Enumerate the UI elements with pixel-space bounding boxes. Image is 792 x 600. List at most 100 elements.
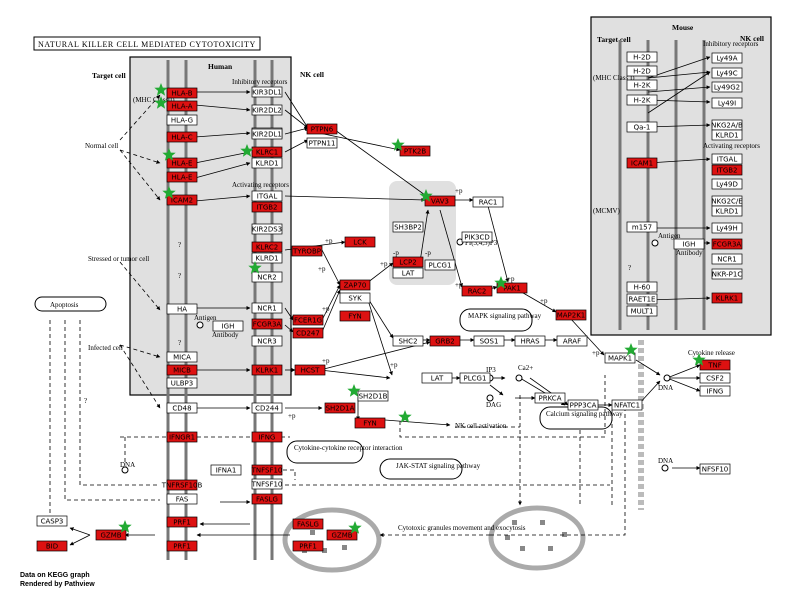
gene-node-ly49g2[interactable]: Ly49G2 xyxy=(711,81,743,93)
gene-node-hla-a1[interactable]: HLA-B xyxy=(166,87,198,99)
gene-node-nkg2ab[interactable]: NKG2A/B xyxy=(711,119,743,131)
gene-node-h60[interactable]: H-60 xyxy=(626,281,658,293)
gene-node-igh[interactable]: IGH xyxy=(212,320,244,332)
gene-node-itgal-m[interactable]: ITGAL xyxy=(711,153,743,165)
gene-node-nfatc1[interactable]: NFATC1 xyxy=(611,399,643,411)
gene-node-klrd1m[interactable]: KLRD1 xyxy=(711,129,743,141)
gene-node-tnfrsf[interactable]: TNFRSF10B xyxy=(161,479,203,491)
gene-node-itgb2-m[interactable]: ITGB2 xyxy=(711,164,743,176)
gene-node-ly49h[interactable]: Ly49H xyxy=(711,222,743,234)
gene-node-plcg1a[interactable]: PLCG1 xyxy=(424,259,456,271)
gene-node-ifng-t[interactable]: IFNGR1 xyxy=(166,431,198,443)
gene-node-hla-g[interactable]: HLA-G xyxy=(166,114,198,126)
gene-node-fas[interactable]: FAS xyxy=(166,493,198,505)
gene-node-sos1[interactable]: SOS1 xyxy=(473,335,505,347)
gene-node-prkca[interactable]: PRKCA xyxy=(534,392,566,404)
gene-node-hcst[interactable]: HCST xyxy=(294,364,326,376)
gene-node-ncr2[interactable]: NCR2 xyxy=(251,271,283,283)
gene-node-cd48[interactable]: CD48 xyxy=(166,402,198,414)
gene-node-ifngnk[interactable]: IFNG xyxy=(251,431,283,443)
gene-node-sh2d1a[interactable]: SH2D1A xyxy=(324,402,356,414)
gene-node-h2d2[interactable]: H-2D xyxy=(626,65,658,77)
gene-node-micb[interactable]: MICB xyxy=(166,364,198,376)
gene-node-ncr3[interactable]: NCR3 xyxy=(251,335,283,347)
gene-node-kir2ds3[interactable]: KIR2DS3 xyxy=(251,223,283,235)
gene-node-ppp3ca[interactable]: PPP3CA xyxy=(567,399,599,411)
gene-node-h2k2[interactable]: H-2K xyxy=(626,94,658,106)
gene-node-mica[interactable]: MICA xyxy=(166,351,198,363)
gene-node-ncr1-m[interactable]: NCR1 xyxy=(711,253,743,265)
gene-node-nkrp1c[interactable]: NKR-P1C xyxy=(711,268,743,280)
gene-node-sh3bp2[interactable]: SH3BP2 xyxy=(392,221,424,233)
gene-node-araf[interactable]: ARAF xyxy=(556,335,588,347)
gene-node-hla-a2[interactable]: HLA-A xyxy=(166,100,198,112)
gene-node-itgb2[interactable]: ITGB2 xyxy=(251,201,283,213)
gene-node-fyn2[interactable]: FYN xyxy=(354,417,386,429)
gene-node-kir3dl1[interactable]: KIR3DL1 xyxy=(251,86,283,98)
gene-node-raet1e[interactable]: RAET1E xyxy=(626,293,658,305)
gene-node-map2k1[interactable]: MAP2K1 xyxy=(555,309,587,321)
gene-node-zap70[interactable]: ZAP70 xyxy=(339,279,371,291)
gene-node-ly49c[interactable]: Ly49C xyxy=(711,67,743,79)
gene-node-grb2[interactable]: GRB2 xyxy=(429,335,461,347)
gene-node-hla-e1[interactable]: HLA-E xyxy=(166,157,198,169)
gene-node-faslg2[interactable]: FASLG xyxy=(292,518,324,530)
gene-node-vav[interactable]: VAV3 xyxy=(424,195,456,207)
gene-node-klrd1b[interactable]: KLRD1 xyxy=(251,252,283,264)
gene-node-fcer1g[interactable]: FCER1G xyxy=(292,314,324,326)
gene-node-klrd1m2[interactable]: KLRD1 xyxy=(711,205,743,217)
gene-node-klrc1[interactable]: KLRC1 xyxy=(251,146,283,158)
gene-node-cd244[interactable]: CD244 xyxy=(251,402,283,414)
jakstat-pathway-node[interactable] xyxy=(379,458,463,480)
gene-node-pik3[interactable]: PIK3CD xyxy=(461,231,493,243)
gene-node-rac1[interactable]: RAC1 xyxy=(472,196,504,208)
gene-node-ulbp3[interactable]: ULBP3 xyxy=(166,377,198,389)
gene-node-lat2[interactable]: LAT xyxy=(421,372,453,384)
gene-node-nfsf1[interactable]: TNFSF10 xyxy=(251,478,283,490)
gene-node-klrk1[interactable]: KLRK1 xyxy=(251,364,283,376)
gene-node-prf1-t2[interactable]: PRF1 xyxy=(166,540,198,552)
gene-node-ha[interactable]: HA xyxy=(166,303,198,315)
gene-node-lcp2[interactable]: LCP2 xyxy=(392,256,424,268)
gene-node-ifna1[interactable]: IFNA1 xyxy=(210,464,242,476)
gene-node-hras[interactable]: HRAS xyxy=(514,335,546,347)
gene-node-fcgr3a[interactable]: FCGR3A xyxy=(251,318,283,330)
gene-node-ptpn11[interactable]: PTPN11 xyxy=(306,137,338,149)
gene-node-lat1[interactable]: LAT xyxy=(392,267,424,279)
gene-node-hla-e2[interactable]: HLA-E xyxy=(166,171,198,183)
gene-node-klrc2[interactable]: KLRC2 xyxy=(251,241,283,253)
gene-node-ifng-out[interactable]: IFNG xyxy=(699,385,731,397)
gene-node-nfsf10[interactable]: NFSF10 xyxy=(699,463,731,475)
gene-node-h2k1[interactable]: H-2K xyxy=(626,79,658,91)
gene-node-gzmb-nk[interactable]: GZMB xyxy=(326,529,358,541)
gene-node-fyn1[interactable]: FYN xyxy=(339,310,371,322)
gene-node-ptk2b[interactable]: PTK2B xyxy=(399,145,431,157)
gene-node-mapk1[interactable]: MAPK1 xyxy=(604,352,636,364)
gene-node-cd247[interactable]: CD247 xyxy=(292,327,324,339)
gene-node-h2d1[interactable]: H-2D xyxy=(626,51,658,63)
gene-node-tyrobp[interactable]: TYROBP xyxy=(291,245,323,257)
gene-node-tnfsf10[interactable]: TNFSF10 xyxy=(251,464,283,476)
gene-node-pak1[interactable]: PAK1 xyxy=(496,282,528,294)
gene-node-ly49d[interactable]: Ly49D xyxy=(711,178,743,190)
gene-node-icam[interactable]: ICAM2 xyxy=(166,194,198,206)
gene-node-ptpn6[interactable]: PTPN6 xyxy=(306,123,338,135)
gene-node-sh2d1b[interactable]: SH2D1B xyxy=(357,390,389,402)
apoptosis-node[interactable] xyxy=(34,296,107,312)
gene-node-syk[interactable]: SYK xyxy=(339,292,371,304)
gene-node-lck[interactable]: LCK xyxy=(344,236,376,248)
gene-node-prf1-nk[interactable]: PRF1 xyxy=(292,540,324,552)
gene-node-gzmb-t[interactable]: GZMB xyxy=(95,529,127,541)
gene-node-ly49i[interactable]: Ly49I xyxy=(711,97,743,109)
mapk-pathway-node[interactable] xyxy=(459,308,533,332)
gene-node-nkg2c[interactable]: NKG2C/E xyxy=(711,195,743,207)
gene-node-shc2[interactable]: SHC2 xyxy=(392,335,424,347)
cytokine-pathway-node[interactable] xyxy=(286,440,364,464)
gene-node-igh-m[interactable]: IGH xyxy=(673,238,705,250)
gene-node-kir2dl1[interactable]: KIR2DL1 xyxy=(251,128,283,140)
gene-node-ly49a[interactable]: Ly49A xyxy=(711,52,743,64)
gene-node-kir2dl2[interactable]: KIR2DL2 xyxy=(251,104,283,116)
gene-node-fcgr3a-m[interactable]: FCGR3A xyxy=(711,238,743,250)
gene-node-tnf[interactable]: TNF xyxy=(699,359,731,371)
gene-node-rac2[interactable]: RAC2 xyxy=(461,285,493,297)
